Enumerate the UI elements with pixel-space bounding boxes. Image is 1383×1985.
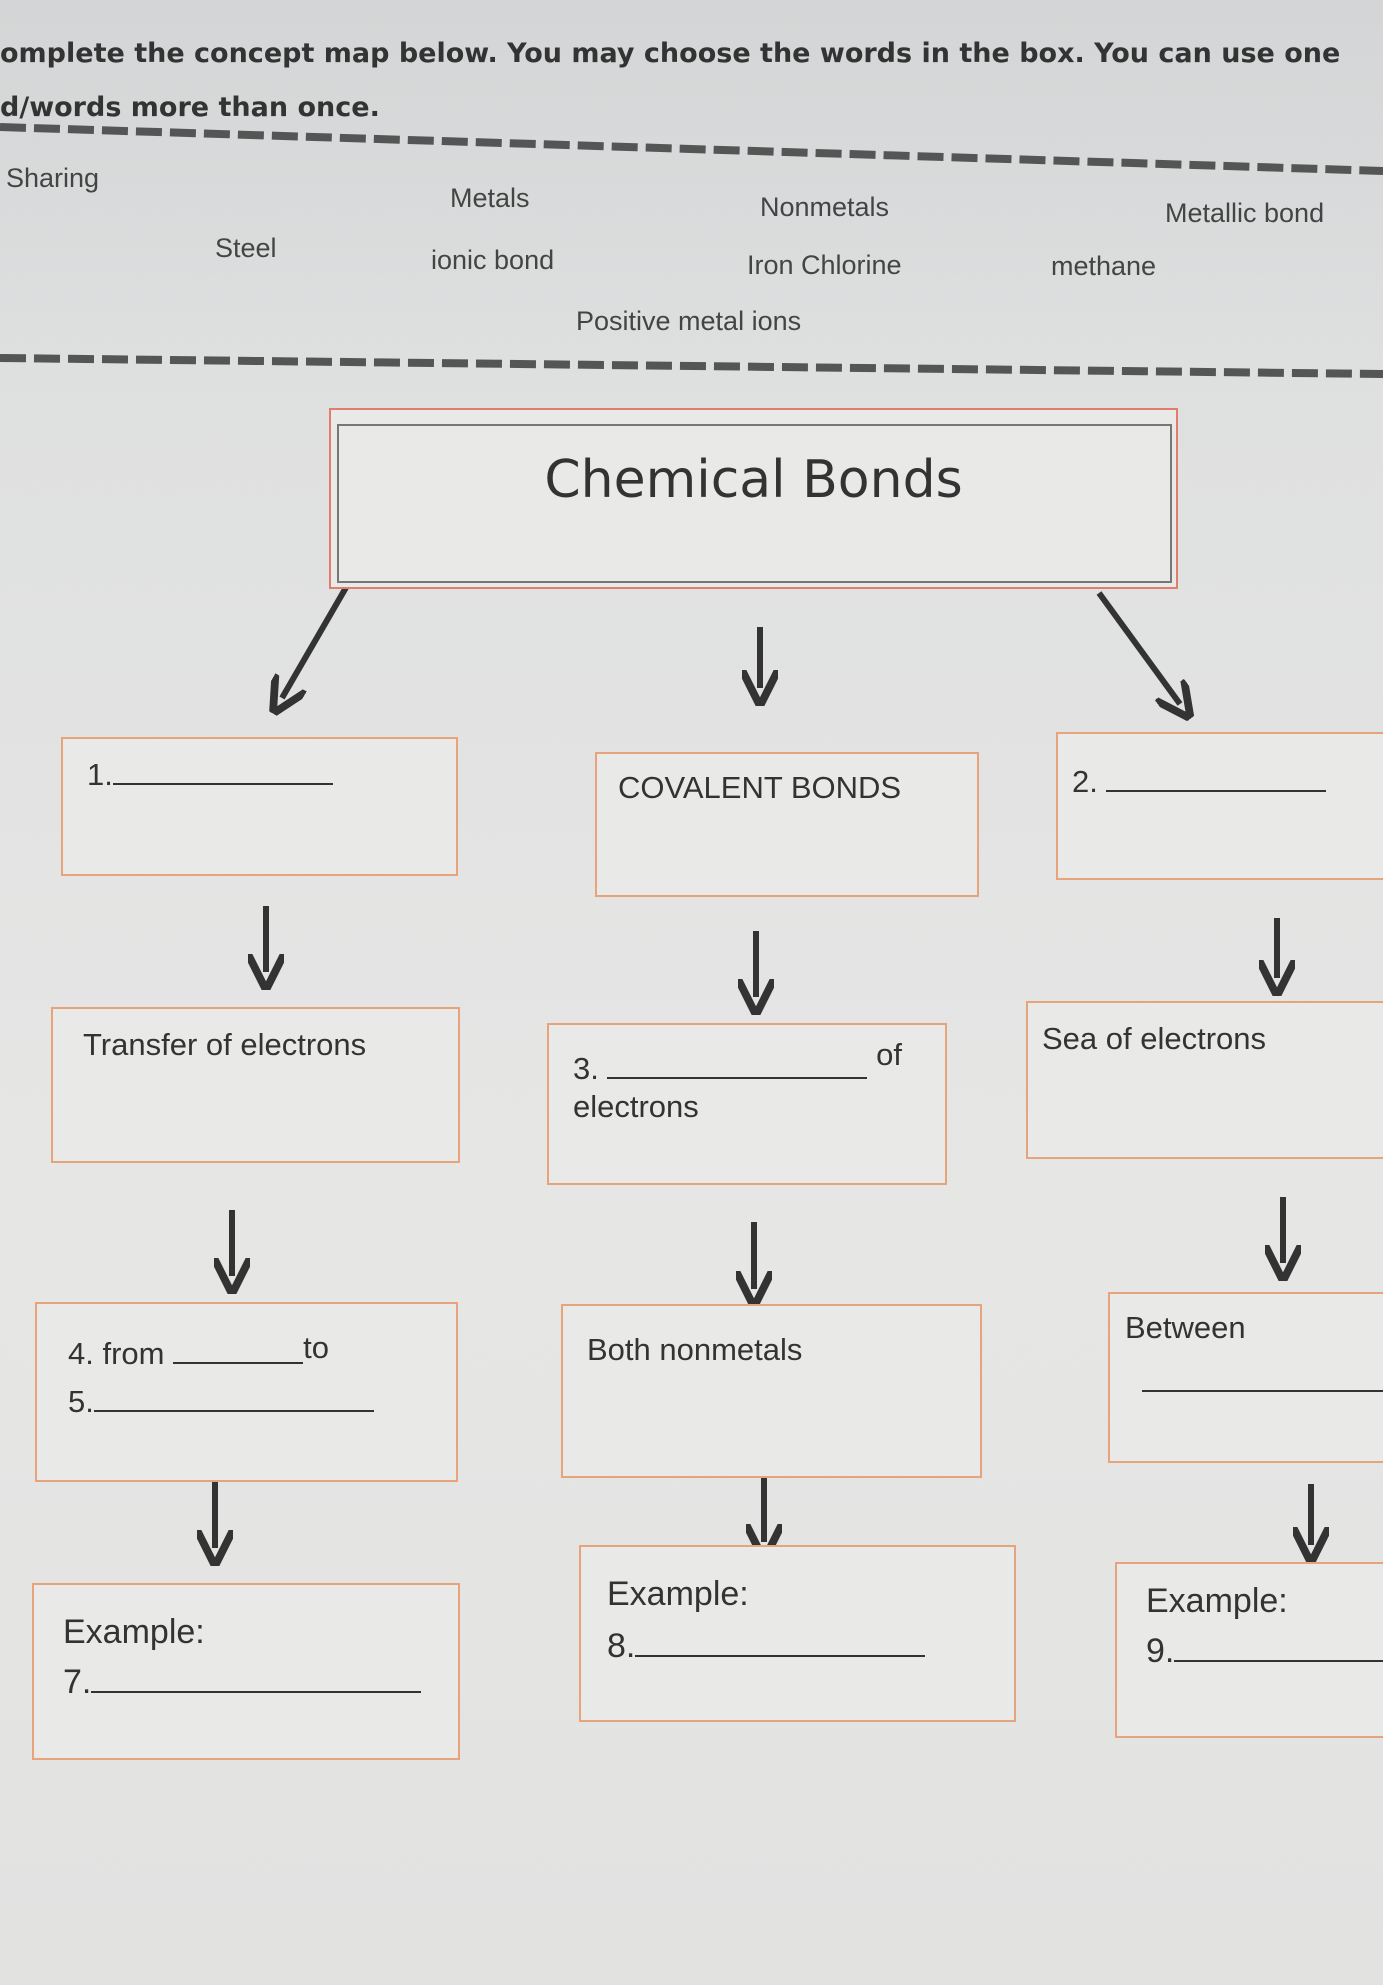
example-label-7: Example: [63, 1613, 205, 1651]
box-1: 1. [61, 737, 458, 876]
arrow-right-diagonal [1096, 591, 1180, 704]
dashed-divider-bottom [0, 354, 1383, 378]
word-metals: Metals [450, 183, 530, 213]
dashed-divider-top [0, 123, 1383, 175]
label-3: 3. [573, 1051, 599, 1086]
to-text: to [303, 1330, 329, 1365]
word-iron-chlorine: Iron Chlorine [747, 250, 902, 280]
title-box: Chemical Bonds [329, 408, 1178, 589]
instructions-line-1: omplete the concept map below. You may c… [0, 38, 1341, 69]
transfer-text: Transfer of electrons [83, 1027, 367, 1062]
label-7: 7. [63, 1663, 92, 1701]
example-label-9: Example: [1146, 1582, 1288, 1620]
box-3: 3. of electrons [547, 1023, 947, 1185]
blank-7[interactable] [91, 1691, 422, 1693]
example-label-8: Example: [607, 1575, 749, 1613]
blank-2[interactable] [1106, 790, 1327, 792]
box-2: 2. [1056, 732, 1383, 880]
box-transfer: Transfer of electrons [51, 1007, 460, 1163]
box-8: Example: 8. [579, 1545, 1016, 1722]
blank-8[interactable] [635, 1655, 926, 1657]
box-4-5: 4. from to 5. [35, 1302, 458, 1482]
word-positive-metal-ions: Positive metal ions [576, 306, 802, 336]
box-sea: Sea of electrons [1026, 1001, 1383, 1159]
sea-text: Sea of electrons [1042, 1021, 1267, 1056]
label-9: 9. [1146, 1632, 1175, 1670]
of-text: of [876, 1037, 902, 1072]
blank-between[interactable] [1142, 1390, 1383, 1392]
box-9: Example: 9. [1115, 1562, 1383, 1738]
word-methane: methane [1051, 251, 1157, 281]
blank-4[interactable] [173, 1362, 304, 1364]
label-1: 1. [87, 757, 113, 792]
electrons-text: electrons [573, 1089, 699, 1124]
instructions-line-2: d/words more than once. [0, 92, 380, 123]
box-covalent: COVALENT BONDS [595, 752, 979, 897]
label-8: 8. [607, 1627, 636, 1665]
word-steel: Steel [215, 233, 277, 263]
word-metallic-bond: Metallic bond [1165, 198, 1325, 228]
box-7: Example: 7. [32, 1583, 460, 1760]
both-nonmetals-text: Both nonmetals [587, 1332, 803, 1367]
title-text: Chemical Bonds [544, 450, 963, 510]
blank-9[interactable] [1174, 1660, 1383, 1662]
word-ionic-bond: ionic bond [431, 245, 555, 275]
blank-1[interactable] [112, 783, 333, 785]
box-both-nonmetals: Both nonmetals [561, 1304, 982, 1478]
blank-5[interactable] [93, 1410, 374, 1412]
box-between: Between [1108, 1292, 1383, 1463]
label-5: 5. [68, 1384, 94, 1419]
blank-3[interactable] [607, 1077, 868, 1079]
covalent-bonds-text: COVALENT BONDS [618, 770, 902, 805]
label-4: 4. [68, 1336, 94, 1371]
between-text: Between [1125, 1310, 1246, 1345]
arrow-left-diagonal [282, 570, 358, 698]
from-text: from [102, 1336, 165, 1371]
label-2: 2. [1072, 764, 1098, 799]
word-sharing: Sharing [6, 163, 100, 193]
word-nonmetals: Nonmetals [760, 192, 890, 222]
